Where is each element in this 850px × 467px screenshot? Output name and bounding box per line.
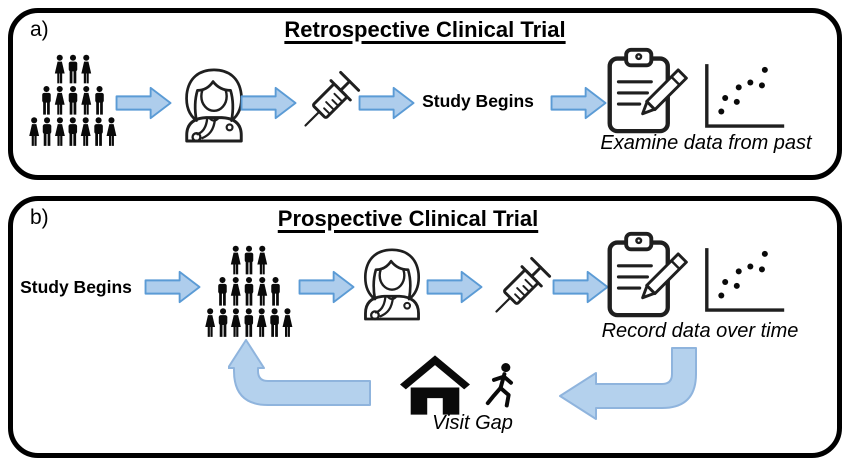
clipboard-pencil-icon xyxy=(600,230,692,319)
visit-gap-label: Visit Gap xyxy=(432,412,513,434)
arrow-right-icon xyxy=(115,86,172,120)
panel-a-label: a) xyxy=(30,18,49,41)
scatter-plot-icon xyxy=(705,246,786,312)
panel-b-title: Prospective Clinical Trial xyxy=(277,206,539,231)
arrow-right-icon xyxy=(358,86,415,120)
clinician-icon xyxy=(363,248,421,321)
study-begins-label: Study Begins xyxy=(422,91,534,111)
arrow-right-icon xyxy=(298,270,355,304)
population-icon xyxy=(28,53,118,148)
study-begins-label: Study Begins xyxy=(20,277,132,297)
clipboard-pencil-icon xyxy=(600,46,692,135)
scatter-plot-icon xyxy=(705,62,786,128)
elbow-arrow-left-up-icon xyxy=(228,339,371,406)
panel-b-caption: Record data over time xyxy=(601,320,799,342)
elbow-arrow-down-left-icon xyxy=(559,347,697,420)
panel-a-caption: Examine data from past xyxy=(600,132,812,154)
panel-a-title: Retrospective Clinical Trial xyxy=(284,17,566,42)
arrow-right-icon xyxy=(144,270,201,304)
arrow-right-icon xyxy=(426,270,483,304)
house-icon xyxy=(400,355,470,415)
population-icon xyxy=(204,244,294,339)
panel-retrospective xyxy=(8,8,842,180)
arrow-right-icon xyxy=(240,86,297,120)
walking-person-icon xyxy=(485,361,513,408)
syringe-icon xyxy=(485,256,552,323)
panel-b-label: b) xyxy=(30,206,49,229)
